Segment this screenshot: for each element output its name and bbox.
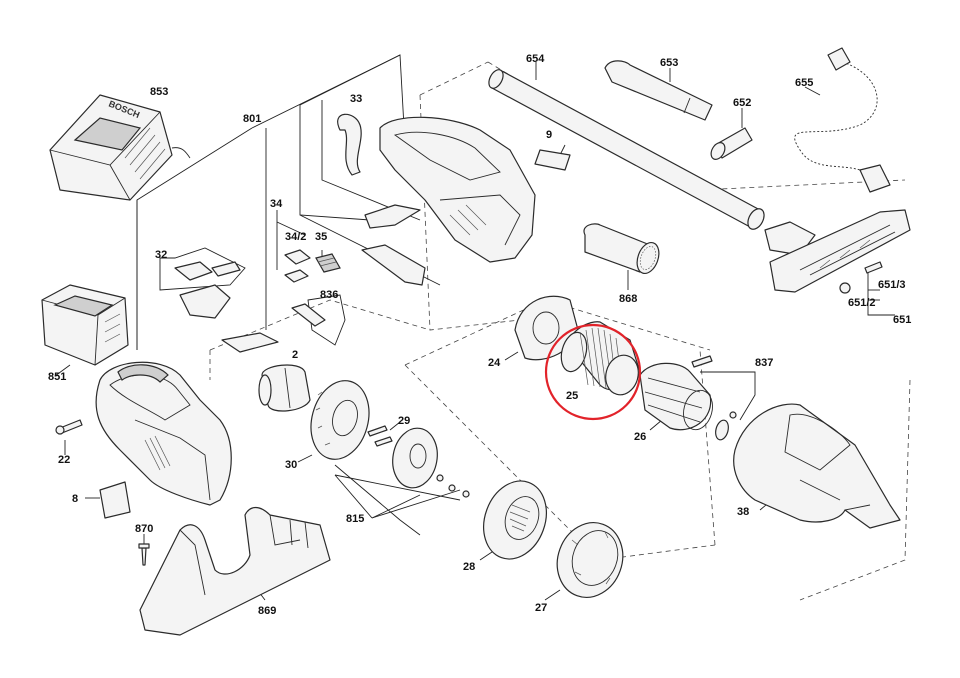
label-24: 24 [488,357,501,369]
label-28: 28 [463,561,475,573]
small-parts-left [174,204,426,353]
label-652: 652 [733,97,751,109]
fan-disc-30 [310,380,370,460]
label-27: 27 [535,602,547,614]
gasket-24 [514,295,579,361]
impeller [392,427,470,498]
label-651: 651 [893,314,911,326]
label-651-2: 651/2 [848,297,876,309]
label-868: 868 [619,293,637,305]
label-25: 25 [566,390,578,402]
crevice-tool-653 [604,60,713,121]
filter-cage-26 [639,362,713,431]
label-8 [99,481,131,519]
screw-22 [55,419,83,435]
handle-housing [95,361,232,506]
label-853: 853 [150,86,168,98]
ring-27 [556,522,624,598]
motor-cover-28 [483,480,547,560]
parts-651 [839,261,883,294]
label-30: 30 [285,459,297,471]
label-34: 34 [270,198,283,210]
label-869: 869 [258,605,276,617]
label-836: 836 [320,289,338,301]
label-8: 8 [72,493,78,505]
label-9: 9 [546,129,552,141]
filter-25 [560,321,641,396]
motor-2 [258,364,311,412]
label-655: 655 [795,77,813,89]
parts-837 [691,355,737,441]
label-653: 653 [660,57,678,69]
strap-33 [337,113,362,176]
label-651-3: 651/3 [878,279,906,291]
label-33: 33 [350,93,362,105]
hose-655 [794,47,891,193]
label-34-2: 34/2 [285,231,306,243]
label-801: 801 [243,113,261,125]
label-38: 38 [737,506,749,518]
screws-29 [367,425,393,447]
tube-654 [488,69,765,230]
label-815: 815 [346,513,364,525]
label-870: 870 [135,523,153,535]
adapter-652 [710,127,753,160]
battery-851 [41,284,129,366]
label-654: 654 [526,53,545,65]
upper-housing [379,116,536,263]
filter-sleeve-868 [583,223,660,275]
label-26: 26 [634,431,646,443]
dust-container-38 [733,403,901,529]
part-number-labels: 853 801 33 654 653 652 655 9 34 34/2 35 … [48,53,911,617]
label-851: 851 [48,371,66,383]
stand-869 [139,506,331,636]
floor-nozzle [764,209,911,293]
charger-853: BOSCH [49,94,191,201]
label-32: 32 [155,249,167,261]
screw-870 [138,543,150,566]
filter-highlight-circle [544,323,642,421]
label-29: 29 [398,415,410,427]
label-22: 22 [58,454,70,466]
label-837: 837 [755,357,773,369]
label-35: 35 [315,231,327,243]
label-9 [534,149,571,171]
label-2: 2 [292,349,298,361]
